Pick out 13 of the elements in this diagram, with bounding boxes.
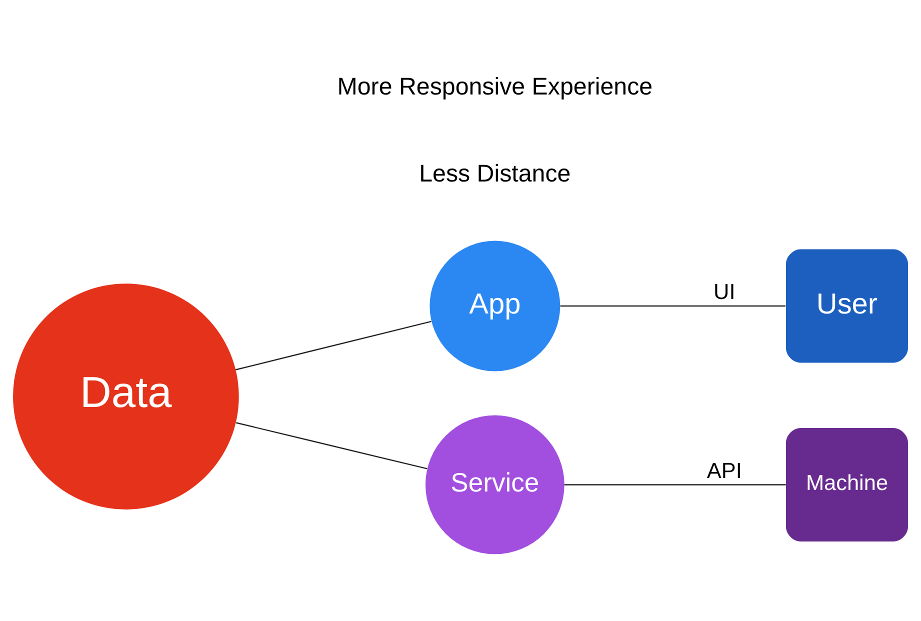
edge-label: API [706,458,742,483]
node-circle: App [430,240,560,372]
edge-label: UI [714,279,736,304]
connector [236,422,428,470]
node-circle: Data [13,284,239,510]
connector [564,484,786,486]
node-box: Machine [786,428,908,542]
connector [236,320,432,370]
node-circle: Service [425,415,564,554]
label: Less Distance [419,160,571,188]
connector [560,305,786,307]
node-box: User [786,249,908,363]
label: More Responsive Experience [337,74,653,101]
